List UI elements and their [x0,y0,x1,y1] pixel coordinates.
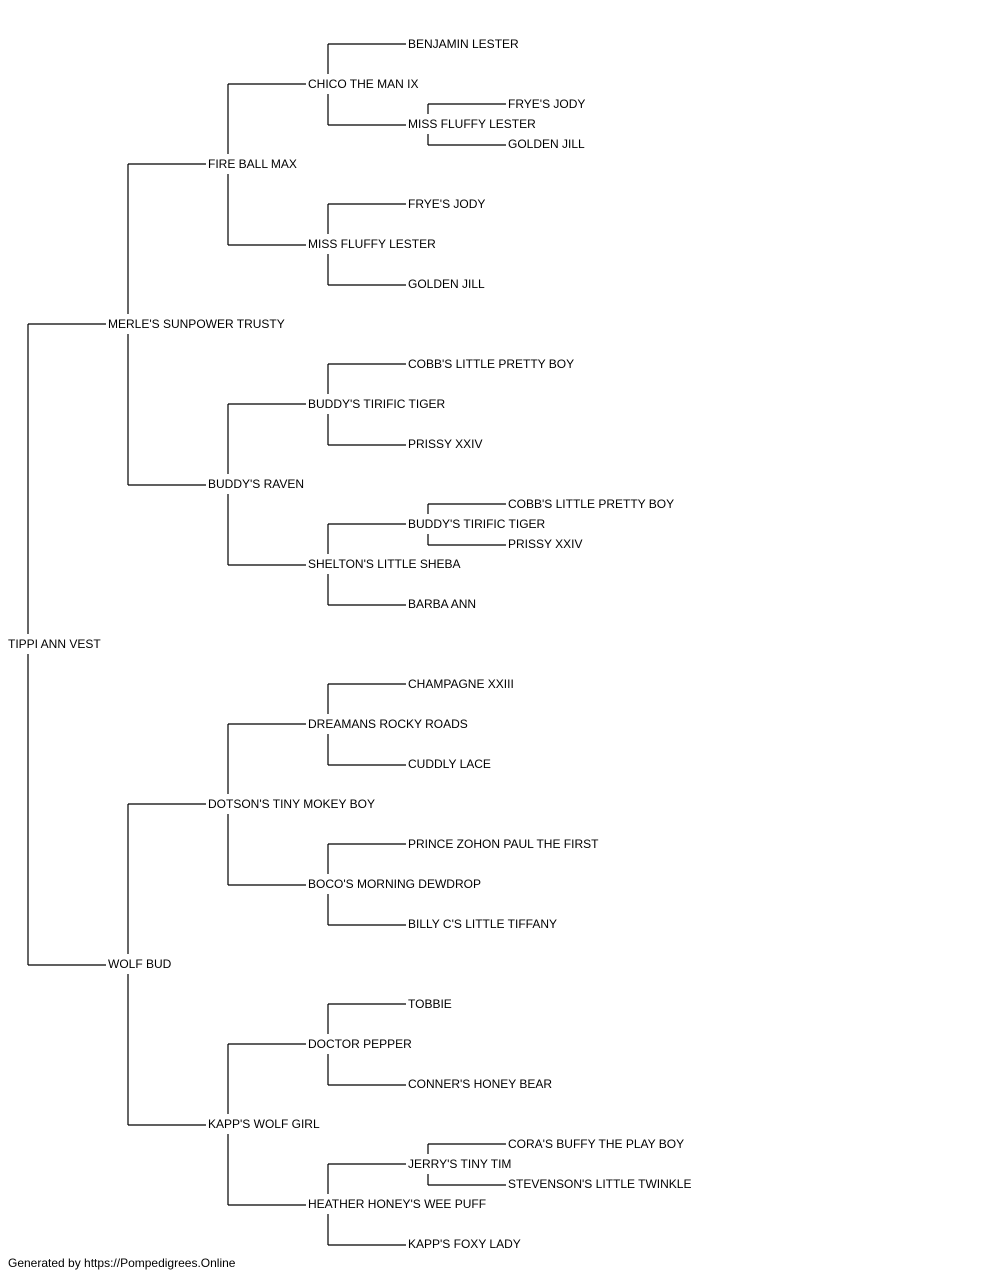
dog-name: GOLDEN JILL [508,137,585,151]
footer-credit: Generated by https://Pompedigrees.Online [8,1256,236,1270]
dog-name: COBB'S LITTLE PRETTY BOY [508,497,674,511]
dog-name: BUDDY'S TIRIFIC TIGER [408,517,546,531]
dog-name: FRYE'S JODY [508,97,585,111]
dog-name: BUDDY'S TIRIFIC TIGER [308,397,446,411]
dog-name: GOLDEN JILL [408,277,485,291]
dog-name: MERLE'S SUNPOWER TRUSTY [108,317,285,331]
dog-name: BILLY C'S LITTLE TIFFANY [408,917,557,931]
dog-name: BARBA ANN [408,597,476,611]
dog-name: CHICO THE MAN IX [308,77,418,91]
dog-name: KAPP'S WOLF GIRL [208,1117,320,1131]
dog-name: FIRE BALL MAX [208,157,297,171]
dog-name: COBB'S LITTLE PRETTY BOY [408,357,574,371]
dog-name: MISS FLUFFY LESTER [308,237,436,251]
dog-name: STEVENSON'S LITTLE TWINKLE [508,1177,691,1191]
dog-name: TIPPI ANN VEST [8,637,101,651]
dog-name: HEATHER HONEY'S WEE PUFF [308,1197,486,1211]
dog-name: BUDDY'S RAVEN [208,477,304,491]
dog-name: PRISSY XXIV [508,537,582,551]
dog-name: SHELTON'S LITTLE SHEBA [308,557,461,571]
dog-name: BOCO'S MORNING DEWDROP [308,877,481,891]
dog-name: CONNER'S HONEY BEAR [408,1077,552,1091]
dog-name: FRYE'S JODY [408,197,485,211]
dog-name: KAPP'S FOXY LADY [408,1237,521,1251]
dog-name: TOBBIE [408,997,452,1011]
dog-name: MISS FLUFFY LESTER [408,117,536,131]
dog-name: DOTSON'S TINY MOKEY BOY [208,797,375,811]
dog-name: BENJAMIN LESTER [408,37,519,51]
dog-name: JERRY'S TINY TIM [408,1157,511,1171]
dog-name: WOLF BUD [108,957,172,971]
dog-name: CUDDLY LACE [408,757,491,771]
dog-name: CHAMPAGNE XXIII [408,677,514,691]
dog-name: DREAMANS ROCKY ROADS [308,717,468,731]
dog-name: PRINCE ZOHON PAUL THE FIRST [408,837,599,851]
dog-name: DOCTOR PEPPER [308,1037,412,1051]
dog-name: CORA'S BUFFY THE PLAY BOY [508,1137,684,1151]
dog-name: PRISSY XXIV [408,437,482,451]
